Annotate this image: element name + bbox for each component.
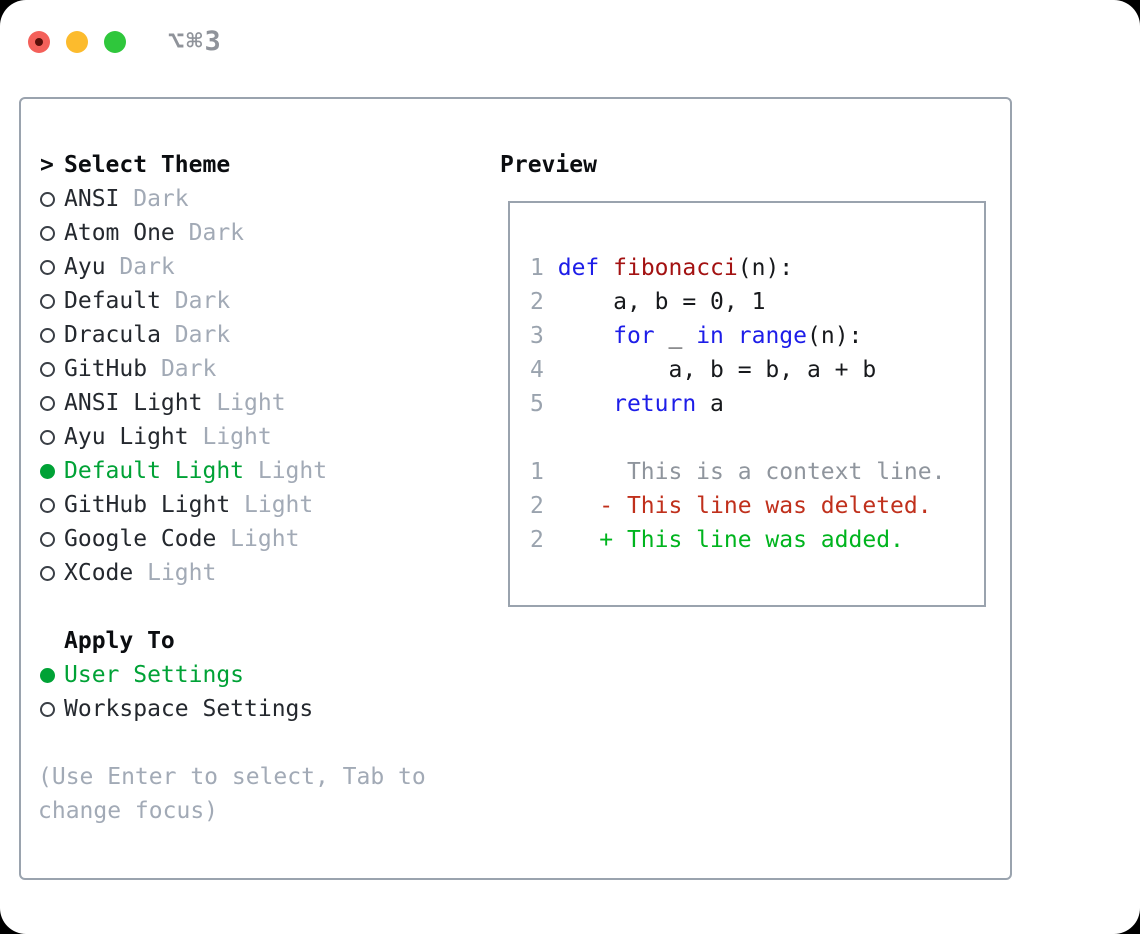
- diff-line-context: 1 This is a context line.: [530, 459, 946, 485]
- theme-option-default-light[interactable]: Default Light Light: [40, 454, 327, 488]
- radio-icon: [40, 327, 64, 343]
- line-number: 2: [530, 527, 544, 553]
- apply-to-header: Apply To: [40, 624, 327, 658]
- apply-option-label: User Settings: [64, 662, 245, 688]
- minimize-button[interactable]: [66, 30, 88, 53]
- preview-title: Preview: [500, 152, 597, 178]
- theme-option-github-light[interactable]: GitHub Light Light: [40, 488, 327, 522]
- close-button[interactable]: [28, 30, 50, 53]
- theme-option-ansi[interactable]: ANSI Dark: [40, 182, 327, 216]
- diff-line-deleted: 2 - This line was deleted.: [530, 493, 932, 519]
- theme-name: ANSI Light: [64, 390, 203, 416]
- code-block: 1 def fibonacci(n): 2 a, b = 0, 1 3 for _ …: [530, 251, 945, 421]
- apply-to-title: Apply To: [64, 628, 175, 654]
- theme-name: Ayu Light: [64, 424, 189, 450]
- line-number: 1: [530, 255, 544, 281]
- theme-variant: Dark: [160, 322, 231, 348]
- theme-option-xcode[interactable]: XCode Light: [40, 556, 327, 590]
- line-number: 2: [530, 289, 544, 315]
- code-line: 4 a, b = b, a + b: [530, 357, 877, 383]
- theme-name: XCode: [64, 560, 134, 586]
- theme-variant: Dark: [147, 356, 217, 382]
- prompt-icon: >: [40, 152, 54, 178]
- line-number: 3: [530, 323, 544, 349]
- line-number: 5: [530, 391, 544, 417]
- theme-name: Google Code: [64, 526, 217, 552]
- theme-option-atom-one[interactable]: Atom One Dark: [40, 216, 327, 250]
- preview-pane: 1 def fibonacci(n): 2 a, b = 0, 1 3 for _ …: [508, 201, 986, 607]
- radio-selected-icon: [40, 667, 64, 683]
- theme-variant: Dark: [160, 288, 231, 314]
- code-preview: 1 def fibonacci(n): 2 a, b = 0, 1 3 for _ …: [530, 251, 945, 557]
- radio-icon: [40, 531, 64, 547]
- theme-variant: Dark: [174, 220, 245, 246]
- diff-line-added: 2 + This line was added.: [530, 527, 904, 553]
- radio-icon: [40, 361, 64, 377]
- radio-icon: [40, 429, 64, 445]
- theme-name: Dracula: [64, 322, 161, 348]
- theme-option-ansi-light[interactable]: ANSI Light Light: [40, 386, 327, 420]
- theme-option-ayu[interactable]: Ayu Dark: [40, 250, 327, 284]
- radio-icon: [40, 497, 64, 513]
- theme-option-dracula[interactable]: Dracula Dark: [40, 318, 327, 352]
- window-title: ⌥⌘3: [168, 26, 223, 57]
- theme-variant: Light: [216, 526, 300, 552]
- theme-name: GitHub: [64, 356, 148, 382]
- keyboard-hint: (Use Enter to select, Tab to change focu…: [38, 764, 426, 824]
- line-number: 2: [530, 493, 544, 519]
- radio-icon: [40, 259, 64, 275]
- radio-icon: [40, 395, 64, 411]
- line-number: 1: [530, 459, 544, 485]
- theme-name: GitHub Light: [64, 492, 231, 518]
- theme-variant: Dark: [119, 186, 189, 212]
- theme-variant: Dark: [105, 254, 175, 280]
- theme-list-header: > Select Theme: [40, 148, 327, 182]
- theme-name: Ayu: [64, 254, 106, 280]
- code-line: 3 for _ in range(n):: [530, 323, 863, 349]
- radio-icon: [40, 225, 64, 241]
- apply-option-workspace-settings[interactable]: Workspace Settings: [40, 692, 327, 726]
- theme-variant: Light: [188, 424, 272, 450]
- theme-name: Default: [64, 288, 161, 314]
- code-line: 2 a, b = 0, 1: [530, 289, 766, 315]
- theme-variant: Light: [230, 492, 314, 518]
- theme-name: Default Light: [64, 458, 245, 484]
- diff-block: 1 This is a context line. 2 - This line w…: [530, 455, 945, 557]
- line-number: 4: [530, 357, 544, 383]
- radio-selected-icon: [40, 463, 64, 479]
- radio-icon: [40, 701, 64, 717]
- code-line: 5 return a: [530, 391, 724, 417]
- theme-variant: Light: [133, 560, 217, 586]
- apply-option-user-settings[interactable]: User Settings: [40, 658, 327, 692]
- radio-icon: [40, 293, 64, 309]
- radio-icon: [40, 565, 64, 581]
- theme-variant: Light: [244, 458, 328, 484]
- title-bar: ⌥⌘3: [28, 26, 223, 57]
- theme-option-default[interactable]: Default Dark: [40, 284, 327, 318]
- code-line: 1 def fibonacci(n):: [530, 255, 794, 281]
- theme-option-github[interactable]: GitHub Dark: [40, 352, 327, 386]
- theme-name: Atom One: [64, 220, 175, 246]
- apply-option-label: Workspace Settings: [64, 696, 314, 722]
- radio-icon: [40, 191, 64, 207]
- theme-variant: Light: [202, 390, 286, 416]
- theme-list-title: Select Theme: [64, 152, 231, 178]
- zoom-button[interactable]: [104, 30, 126, 53]
- theme-option-ayu-light[interactable]: Ayu Light Light: [40, 420, 327, 454]
- theme-option-google-code[interactable]: Google Code Light: [40, 522, 327, 556]
- spacer: [40, 590, 327, 624]
- theme-name: ANSI: [64, 186, 120, 212]
